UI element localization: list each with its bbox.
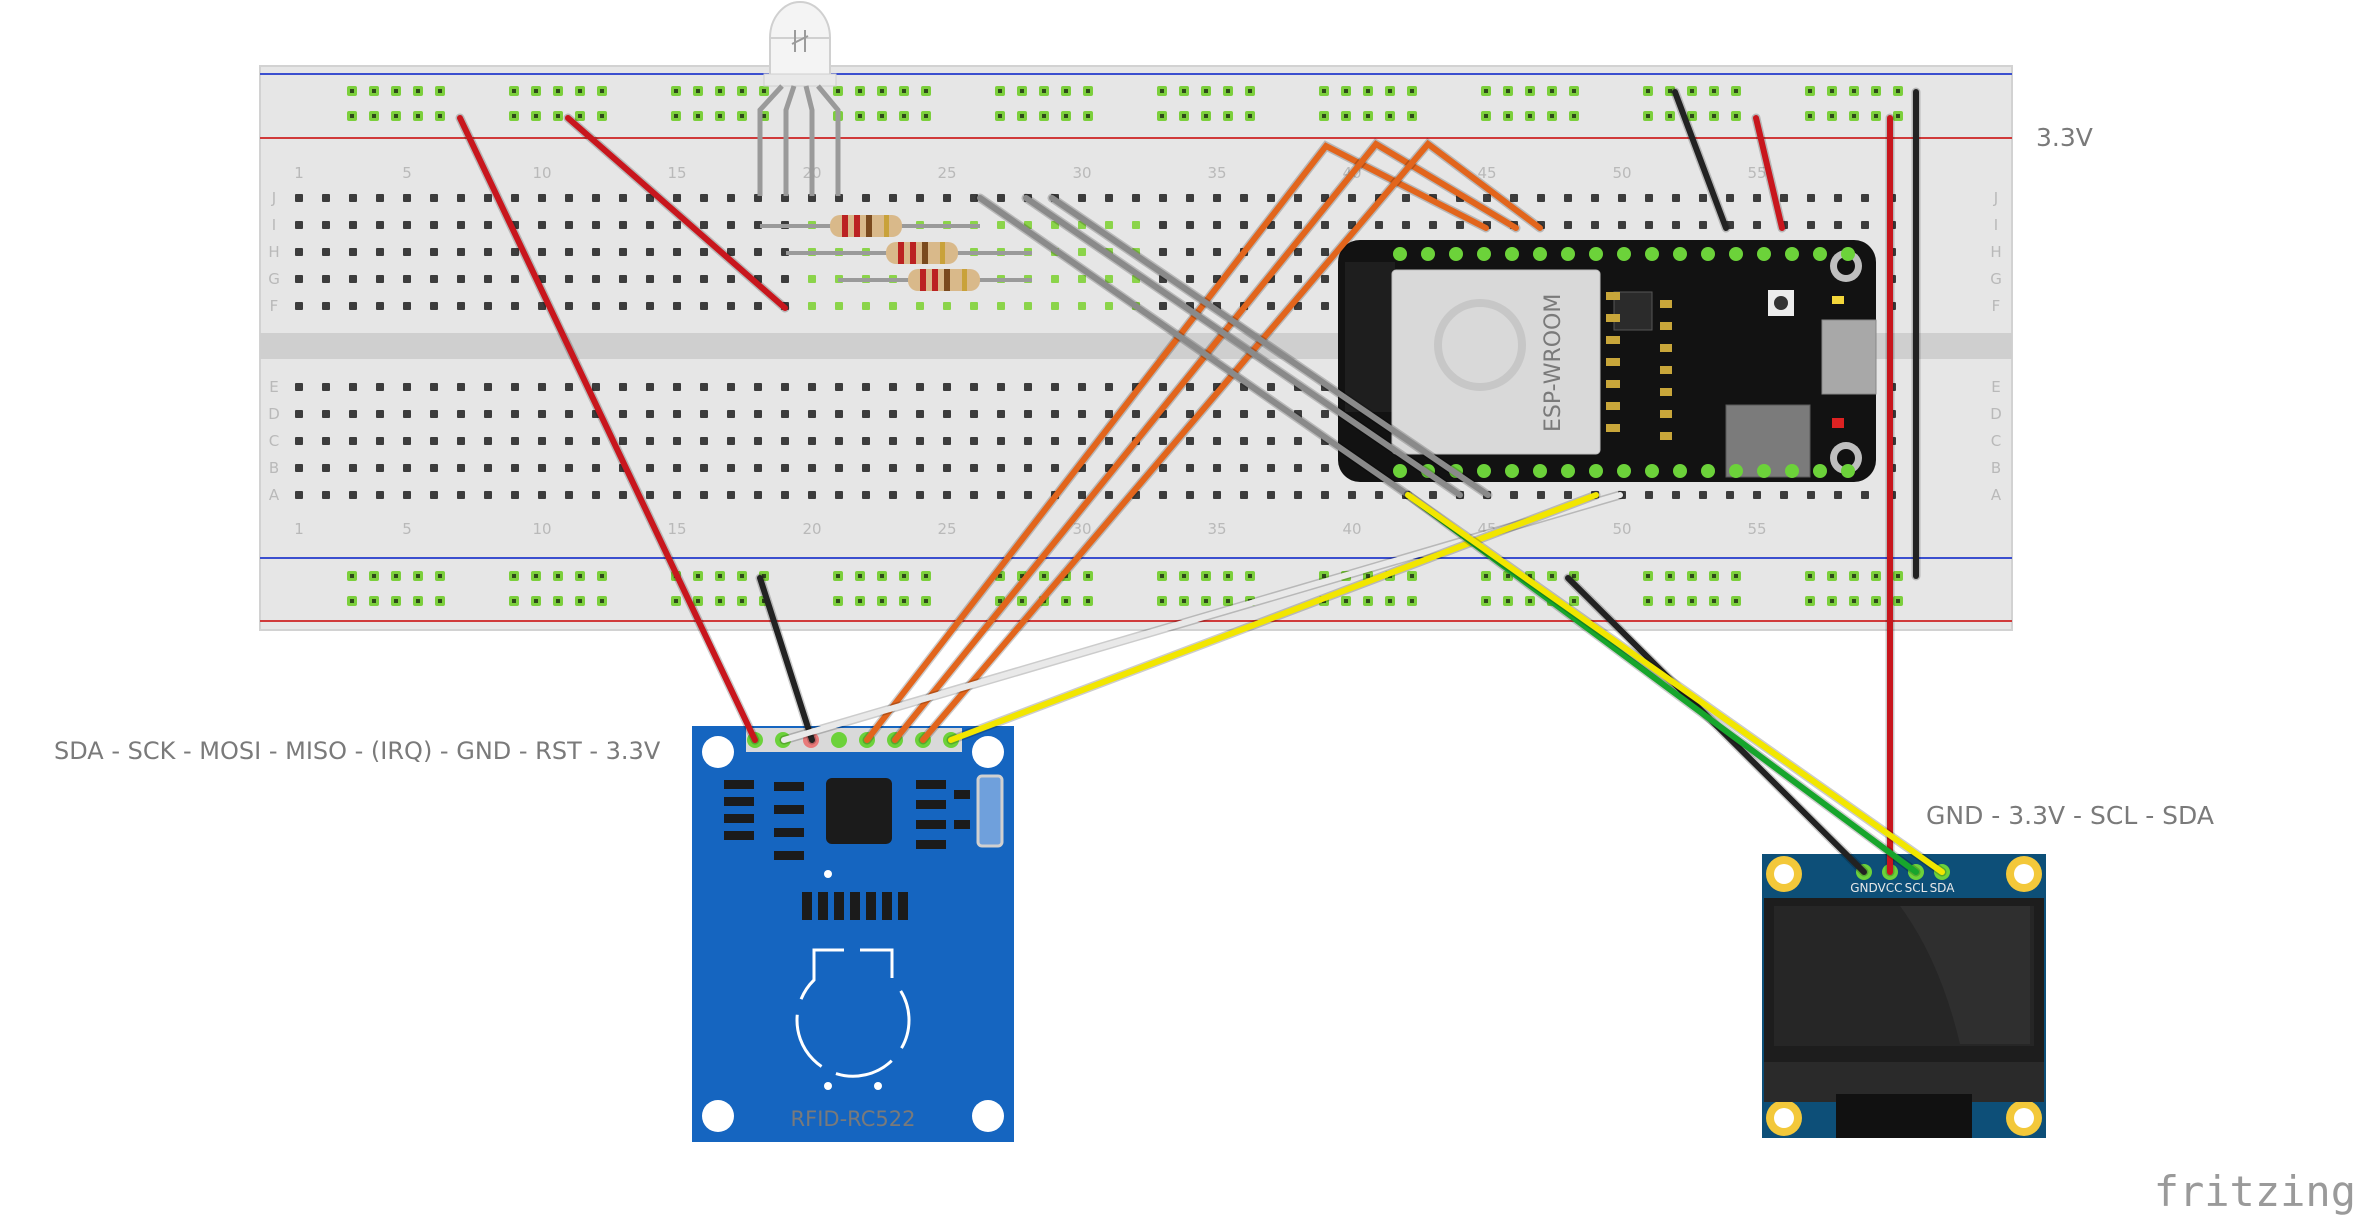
wire-orange	[864, 142, 1489, 743]
resistor-3	[908, 269, 980, 291]
rfid-rc522-module: RFID-RC522	[692, 726, 1014, 1142]
row-letter-left: F	[270, 297, 279, 315]
column-number-bottom: 30	[1072, 520, 1091, 538]
battery-connector	[1725, 404, 1811, 478]
rfid-antenna-outline	[795, 948, 911, 1078]
rfid-pinout-label: SDA - SCK - MOSI - MISO - (IRQ) - GND - …	[54, 737, 661, 765]
row-letter-right: E	[1991, 378, 2000, 396]
row-letter-right: H	[1990, 243, 2001, 261]
row-letter-right: C	[1991, 432, 2001, 450]
row-letter-left: G	[268, 270, 280, 288]
row-letter-right: A	[1991, 486, 2002, 504]
wires	[455, 87, 1947, 877]
row-letter-left: E	[269, 378, 278, 396]
usb-connector	[1821, 319, 1877, 395]
column-number-bottom: 55	[1747, 520, 1766, 538]
column-number-bottom: 35	[1207, 520, 1226, 538]
column-number-bottom: 1	[294, 520, 304, 538]
row-letter-right: I	[1994, 216, 1998, 234]
row-letter-right: B	[1991, 459, 2001, 477]
row-letter-left: A	[269, 486, 280, 504]
row-letter-left: H	[268, 243, 279, 261]
wire-yellow	[948, 492, 1599, 743]
resistor-1	[830, 215, 902, 237]
column-number-top: 35	[1207, 164, 1226, 182]
row-letter-left: B	[269, 459, 279, 477]
wire-black	[757, 575, 815, 743]
wire-red	[565, 115, 788, 311]
rail-voltage-label: 3.3V	[2036, 123, 2093, 152]
breadboard-holes	[295, 86, 1903, 606]
column-number-top: 55	[1747, 164, 1766, 182]
column-number-top: 30	[1072, 164, 1091, 182]
wire-red	[457, 115, 758, 743]
wire-gray	[977, 195, 1411, 498]
wire-gray	[1049, 195, 1491, 498]
esp-module-label: ESP-WROOM	[1541, 294, 1566, 432]
wire-red	[1753, 115, 1785, 231]
column-number-bottom: 10	[532, 520, 551, 538]
column-number-top: 15	[667, 164, 686, 182]
column-number-bottom: 15	[667, 520, 686, 538]
column-number-top: 10	[532, 164, 551, 182]
oled-pin-label: SDA	[1930, 881, 1956, 895]
column-number-bottom: 40	[1342, 520, 1361, 538]
wire-black	[1672, 89, 1729, 231]
column-number-top: 25	[937, 164, 956, 182]
led-legs	[757, 84, 841, 196]
oled-pin-label: SCL	[1905, 881, 1928, 895]
rgb-led	[757, 1, 841, 196]
column-number-top: 5	[402, 164, 412, 182]
column-number-bottom: 50	[1612, 520, 1631, 538]
wire-orange	[920, 139, 1543, 743]
row-letter-right: J	[1993, 189, 1998, 207]
row-letter-left: J	[271, 189, 276, 207]
column-number-top: 1	[294, 164, 304, 182]
row-letter-left: C	[269, 432, 279, 450]
oled-pin-label: VCC	[1878, 881, 1903, 895]
column-number-top: 45	[1477, 164, 1496, 182]
resistors	[760, 215, 1032, 291]
resistor-2	[886, 242, 958, 264]
row-letter-right: D	[1990, 405, 2002, 423]
fritzing-logo: fritzing	[2154, 1167, 2356, 1216]
row-letter-right: G	[1990, 270, 2002, 288]
breadboard-column-numbers: 1155101015152020252530303535404045455050…	[294, 164, 1766, 538]
oled-pinout-label: GND - 3.3V - SCL - SDA	[1926, 801, 2214, 830]
column-number-bottom: 5	[402, 520, 412, 538]
row-letter-right: F	[1992, 297, 2001, 315]
row-letter-left: I	[272, 216, 276, 234]
column-number-bottom: 25	[937, 520, 956, 538]
esp-wroom-module	[1391, 269, 1601, 455]
wire-gray	[1023, 195, 1463, 498]
row-letter-left: D	[268, 405, 280, 423]
column-number-bottom: 20	[802, 520, 821, 538]
esp32-feather-board: ESP-WROOM	[1338, 240, 1877, 482]
rfid-module-name: RFID-RC522	[791, 1107, 916, 1131]
wire-yellow	[1405, 492, 1945, 875]
oled-pin-label: GND	[1850, 881, 1878, 895]
column-number-top: 50	[1612, 164, 1631, 182]
wire-orange	[892, 140, 1519, 743]
